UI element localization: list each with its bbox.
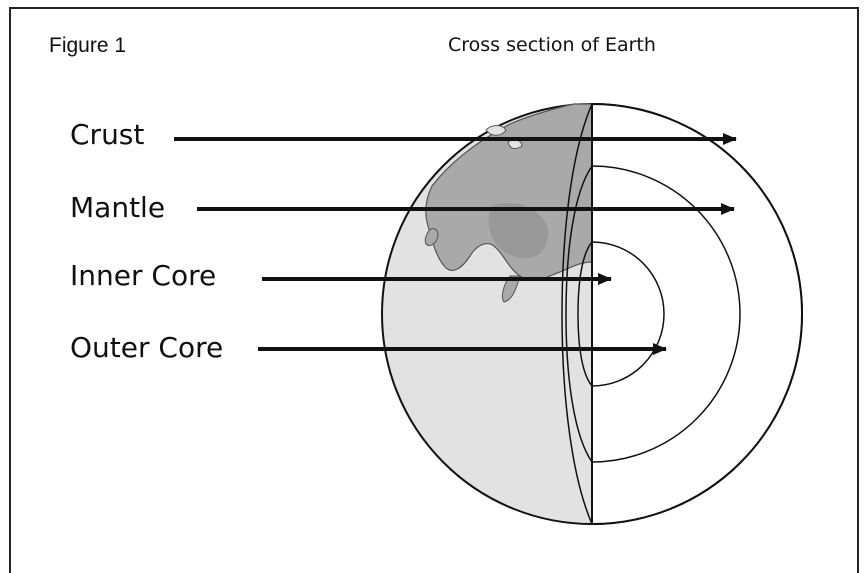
crust-label: Crust (70, 118, 145, 151)
diagram-title: Cross section of Earth (448, 34, 656, 56)
outer-core-label: Outer Core (70, 331, 224, 364)
mantle-label: Mantle (70, 191, 166, 224)
inner-core-label: Inner Core (70, 259, 217, 292)
cut-face (591, 102, 803, 526)
island (424, 228, 439, 247)
mantle-boundary-side (565, 165, 593, 463)
figure-label: Figure 1 (49, 34, 127, 57)
mantle-boundary (591, 165, 741, 463)
continent-land (425, 103, 593, 281)
continent-shadow (488, 202, 549, 259)
cut-edge-crescent (561, 103, 593, 525)
core-boundary-side (577, 241, 593, 387)
core-boundary (591, 241, 665, 387)
earth-globe (381, 102, 803, 526)
figure-border (9, 7, 859, 573)
